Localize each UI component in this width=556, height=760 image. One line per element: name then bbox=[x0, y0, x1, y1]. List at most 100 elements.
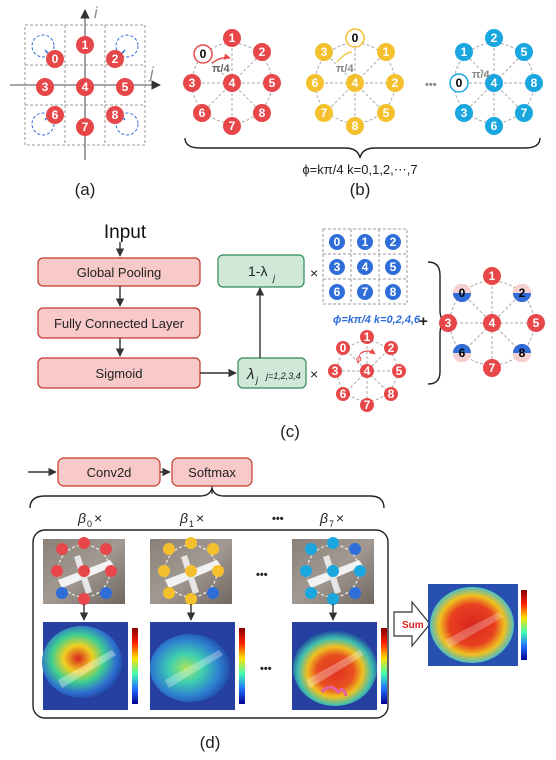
svg-text:0: 0 bbox=[459, 286, 466, 300]
ellipsis: ••• bbox=[256, 569, 268, 581]
ring-node-5: 5 bbox=[263, 74, 281, 92]
node-1: 1 bbox=[76, 36, 94, 54]
ring-node-2: 2 bbox=[253, 43, 271, 61]
svg-text:×: × bbox=[196, 510, 204, 526]
small-red-ring: 0 1 2 3 4 5 6 7 8 ϕ bbox=[328, 330, 406, 412]
node-4: 4 bbox=[76, 78, 94, 96]
lambda-box bbox=[237, 357, 307, 389]
brace bbox=[184, 137, 541, 159]
phi-small: ϕ bbox=[356, 354, 362, 365]
svg-text:4: 4 bbox=[362, 260, 369, 274]
heatmap-0 bbox=[42, 622, 138, 710]
node-8: 8 bbox=[106, 106, 124, 124]
ring-node-1: 1 bbox=[223, 29, 241, 47]
svg-text:1: 1 bbox=[364, 330, 371, 344]
svg-text:3: 3 bbox=[445, 316, 452, 330]
node-3: 3 bbox=[36, 78, 54, 96]
softmax-label: Softmax bbox=[188, 465, 236, 480]
ring-node-0: 0 bbox=[449, 73, 469, 93]
one-minus-lambda-sub: j bbox=[272, 273, 276, 283]
node-6: 6 bbox=[46, 106, 64, 124]
ellipsis: ••• bbox=[425, 79, 437, 91]
lambda-range: j=1,2,3,4 bbox=[265, 371, 301, 381]
fully-connected-box bbox=[37, 307, 201, 339]
svg-text:8: 8 bbox=[519, 346, 526, 360]
svg-text:3: 3 bbox=[334, 260, 341, 274]
ring-node-2: 2 bbox=[386, 74, 404, 92]
offset-circle bbox=[31, 112, 55, 136]
beta-0: β 0 × bbox=[77, 510, 102, 529]
colorbar bbox=[381, 628, 387, 704]
svg-text:8: 8 bbox=[112, 108, 119, 122]
ring-cyan: 1 2 5 0 4 8 3 6 7 π/4 bbox=[449, 29, 543, 135]
ring-node-8: 8 bbox=[346, 117, 364, 135]
svg-text:0: 0 bbox=[87, 519, 92, 529]
svg-text:6: 6 bbox=[199, 106, 206, 120]
input-label: Input bbox=[104, 222, 147, 243]
offset-circle bbox=[115, 34, 139, 58]
angle-label: π/4 bbox=[212, 63, 230, 75]
panel-c: Input Global Pooling Fully Connected Lay… bbox=[37, 222, 545, 441]
ring-yellow: 3 0 1 6 4 2 7 8 5 π/4 bbox=[306, 28, 404, 135]
svg-text:3: 3 bbox=[189, 76, 196, 90]
angle-label: π/4 bbox=[336, 63, 354, 75]
svg-text:0: 0 bbox=[200, 47, 207, 61]
colorbar bbox=[521, 590, 527, 660]
svg-text:4: 4 bbox=[364, 364, 371, 378]
ellipsis: ••• bbox=[260, 663, 272, 675]
svg-text:5: 5 bbox=[383, 106, 390, 120]
ring-node-2: 2 bbox=[485, 29, 503, 47]
svg-text:0: 0 bbox=[352, 31, 359, 45]
ring-node-1: 1 bbox=[455, 43, 473, 61]
beta-7: β 7 × bbox=[319, 510, 344, 529]
ring-node-0: 0 bbox=[345, 28, 365, 48]
svg-text:0: 0 bbox=[456, 76, 463, 90]
svg-text:2: 2 bbox=[392, 76, 399, 90]
node-0: 0 bbox=[46, 50, 64, 68]
svg-text:4: 4 bbox=[82, 80, 89, 94]
svg-text:5: 5 bbox=[390, 260, 397, 274]
svg-text:6: 6 bbox=[491, 119, 498, 133]
caption-c: (c) bbox=[280, 422, 300, 441]
svg-text:3: 3 bbox=[321, 45, 328, 59]
svg-text:6: 6 bbox=[52, 108, 59, 122]
caption-a: (a) bbox=[75, 180, 96, 199]
lambda-symbol: λ bbox=[246, 366, 254, 383]
axis-j-label: j bbox=[148, 65, 154, 82]
caption-b: (b) bbox=[350, 180, 371, 199]
panel-d: Conv2d Softmax β 0 × β 1 × ••• β 7 × bbox=[28, 457, 527, 752]
ring-node-1: 1 bbox=[377, 43, 395, 61]
ring-node-6: 6 bbox=[306, 74, 324, 92]
grid-3x3: 0 1 2 3 4 5 6 7 8 bbox=[322, 228, 408, 305]
heatmap-1 bbox=[150, 622, 245, 710]
ring-node-7: 7 bbox=[223, 117, 241, 135]
airplane-thumb-yellow bbox=[150, 537, 232, 605]
svg-text:1: 1 bbox=[362, 235, 369, 249]
sigmoid-label: Sigmoid bbox=[96, 366, 143, 381]
ring-node-4: 4 bbox=[485, 74, 503, 92]
svg-text:7: 7 bbox=[82, 120, 89, 134]
svg-text:6: 6 bbox=[312, 76, 319, 90]
times-sign: × bbox=[310, 265, 318, 281]
svg-text:7: 7 bbox=[521, 106, 528, 120]
heatmap-sum bbox=[428, 584, 527, 666]
svg-text:2: 2 bbox=[390, 235, 397, 249]
panel-b: 0 1 2 3 4 5 6 7 8 π/4 3 0 1 6 4 2 7 8 bbox=[183, 28, 543, 199]
beta-1: β 1 × bbox=[179, 510, 204, 529]
result-ring: 0 1 2 3 4 5 6 7 8 bbox=[439, 267, 545, 377]
svg-text:8: 8 bbox=[352, 119, 359, 133]
ring-node-5: 5 bbox=[377, 104, 395, 122]
svg-text:7: 7 bbox=[489, 361, 496, 375]
svg-text:5: 5 bbox=[396, 364, 403, 378]
ring-node-5: 5 bbox=[515, 43, 533, 61]
airplane-thumb-red bbox=[43, 537, 125, 605]
node-7: 7 bbox=[76, 118, 94, 136]
svg-text:1: 1 bbox=[82, 38, 89, 52]
offset-circle bbox=[115, 112, 139, 136]
colorbar bbox=[239, 628, 245, 704]
svg-text:β: β bbox=[77, 510, 86, 526]
svg-text:5: 5 bbox=[269, 76, 276, 90]
svg-text:7: 7 bbox=[362, 285, 369, 299]
svg-text:4: 4 bbox=[491, 76, 498, 90]
svg-text:2: 2 bbox=[259, 45, 266, 59]
